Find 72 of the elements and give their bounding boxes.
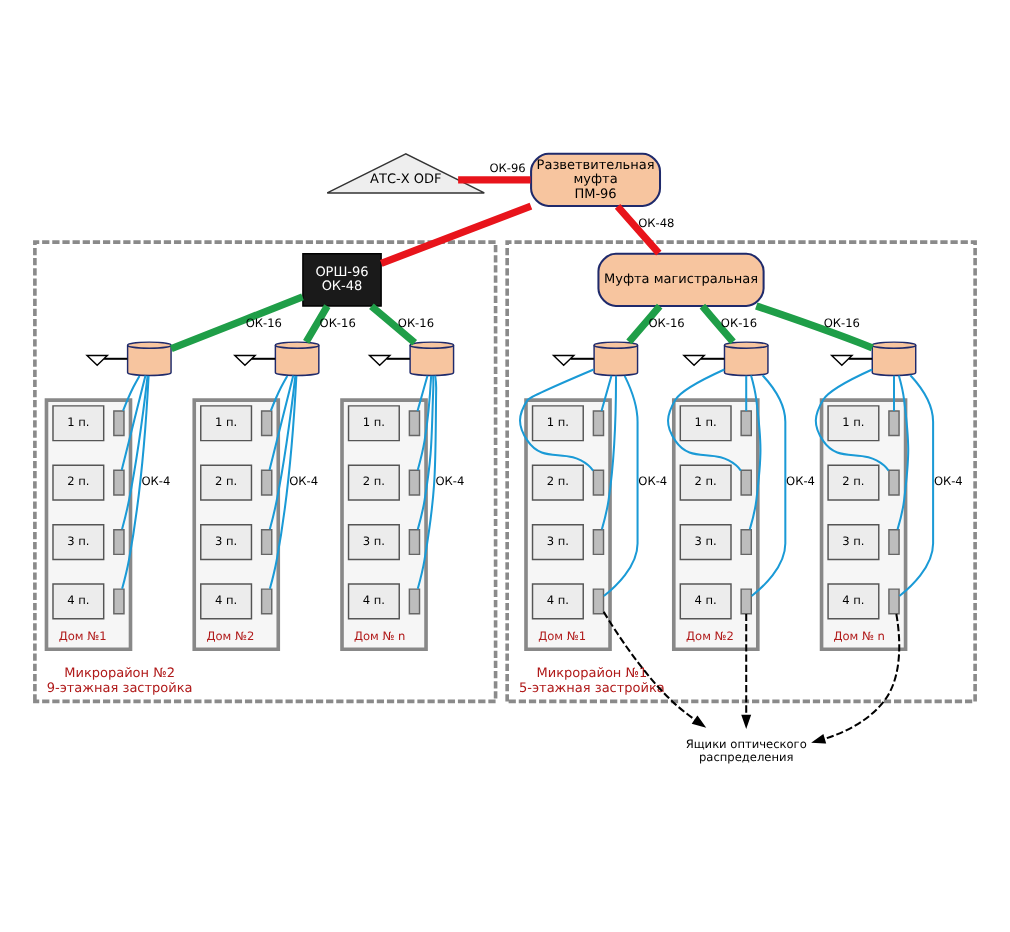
connector bbox=[251, 357, 276, 360]
arrow bbox=[602, 611, 707, 728]
node-box bbox=[888, 410, 900, 437]
connector bbox=[600, 375, 613, 412]
connector bbox=[745, 375, 748, 411]
connector bbox=[120, 375, 147, 471]
node-box bbox=[408, 588, 421, 615]
connector bbox=[416, 375, 433, 471]
node-box bbox=[592, 469, 605, 496]
connector bbox=[416, 375, 429, 412]
node-box bbox=[260, 469, 273, 496]
connector bbox=[748, 375, 762, 530]
connector bbox=[416, 375, 438, 589]
connector bbox=[667, 368, 742, 472]
node-box bbox=[740, 529, 752, 556]
connector bbox=[814, 368, 890, 472]
node-box bbox=[113, 469, 125, 496]
connector bbox=[379, 202, 533, 267]
connector bbox=[170, 293, 304, 352]
node-box bbox=[740, 469, 752, 496]
node-box bbox=[260, 588, 273, 615]
node-ground bbox=[829, 354, 854, 367]
connector bbox=[755, 302, 874, 352]
connector bbox=[268, 375, 295, 471]
node-box bbox=[408, 529, 421, 556]
connector bbox=[519, 368, 595, 472]
connector bbox=[268, 375, 297, 530]
node-box bbox=[888, 469, 900, 496]
node-ground bbox=[682, 354, 706, 367]
node-ground bbox=[367, 354, 392, 367]
node-ground bbox=[551, 354, 576, 367]
connector bbox=[386, 357, 410, 360]
connector bbox=[121, 375, 149, 530]
node-box bbox=[592, 410, 605, 437]
connector bbox=[896, 375, 910, 530]
connector bbox=[104, 357, 128, 360]
connector bbox=[699, 303, 736, 345]
node-box bbox=[740, 588, 752, 615]
arrow bbox=[811, 613, 901, 744]
connector bbox=[416, 375, 435, 530]
connector bbox=[121, 375, 150, 589]
node-box bbox=[408, 410, 421, 437]
connector bbox=[369, 303, 418, 346]
connector bbox=[898, 374, 935, 597]
connector bbox=[614, 203, 662, 256]
connector bbox=[701, 357, 725, 360]
connector bbox=[626, 303, 663, 345]
connector bbox=[848, 357, 873, 360]
node-box bbox=[592, 588, 605, 615]
connector bbox=[458, 176, 531, 184]
node-box bbox=[888, 588, 900, 615]
connector bbox=[269, 375, 289, 412]
node-box bbox=[113, 588, 125, 615]
connector bbox=[600, 375, 617, 530]
connector bbox=[122, 375, 141, 412]
connector bbox=[892, 375, 895, 411]
node-box bbox=[260, 529, 273, 556]
node-ground bbox=[85, 354, 110, 367]
arrow bbox=[741, 614, 752, 729]
connector bbox=[570, 357, 594, 360]
connector bbox=[751, 374, 787, 597]
connector bbox=[303, 304, 331, 344]
node-box bbox=[888, 529, 900, 556]
node-box bbox=[408, 469, 421, 496]
connector bbox=[268, 375, 298, 589]
node-box bbox=[113, 410, 125, 437]
node-box bbox=[113, 529, 125, 556]
node-box bbox=[592, 529, 605, 556]
node-box bbox=[260, 410, 273, 437]
node-box bbox=[740, 410, 752, 437]
connector bbox=[603, 375, 639, 597]
node-ground bbox=[233, 354, 257, 367]
